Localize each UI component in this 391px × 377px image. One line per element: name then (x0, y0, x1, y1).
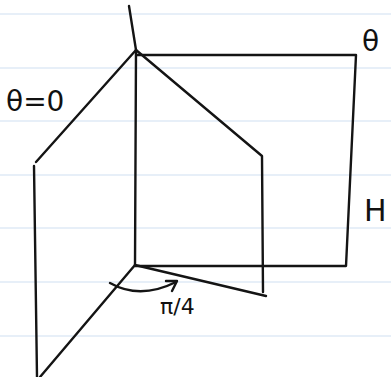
plane-label: H (364, 196, 387, 226)
angle-label: θ=0 (6, 88, 64, 116)
angle-label: θ (362, 28, 379, 56)
wedge-lines (34, 6, 356, 377)
paper-rules (0, 14, 391, 336)
angle-value: π/4 (160, 296, 195, 318)
